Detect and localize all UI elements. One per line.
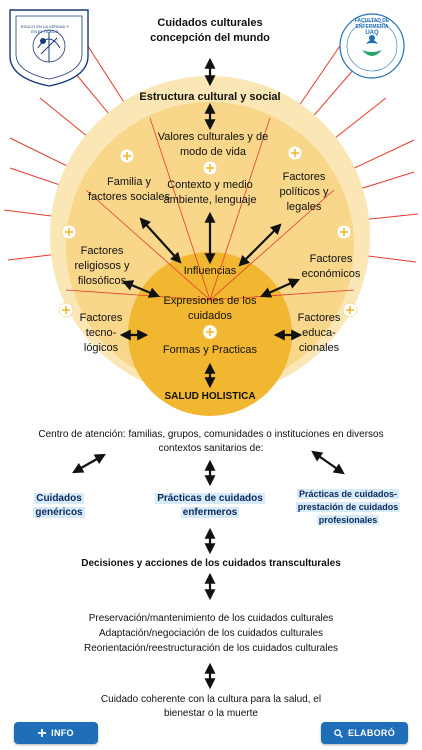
plus-icon bbox=[38, 729, 47, 737]
structure-label: Estructura cultural y social bbox=[139, 91, 281, 103]
search-icon bbox=[334, 728, 343, 738]
info-button-label: INFO bbox=[51, 728, 74, 738]
info-button[interactable]: INFO bbox=[14, 722, 98, 744]
context-label: Contexto y medio ambiente, lenguaje bbox=[163, 179, 257, 206]
decisions-label: Decisiones y acciones de los cuidados tr… bbox=[81, 558, 341, 569]
author-button-label: ELABORÓ bbox=[347, 728, 396, 738]
influences-label: Influencias bbox=[183, 265, 237, 277]
professional-care-box: Prácticas de cuidados-prestación de cuid… bbox=[290, 488, 406, 527]
forms-label: Formas y Practicas bbox=[162, 344, 258, 356]
professional-care-label: Prácticas de cuidados-prestación de cuid… bbox=[295, 489, 401, 525]
title-line-1: Cuidados culturales bbox=[157, 17, 263, 29]
holistic-label: SALUD HOLISTICA bbox=[164, 391, 256, 402]
title-line-2: concepción del mundo bbox=[150, 32, 270, 44]
plus-markers bbox=[58, 145, 358, 340]
page-title: Cuidados culturales concepción del mundo bbox=[90, 16, 330, 46]
values-label: Valores culturales y de modo de vida bbox=[157, 131, 269, 158]
seal-motto: EDUCO EN LA VERDAD Y EN EL HONOR bbox=[20, 24, 70, 34]
author-button[interactable]: ELABORÓ bbox=[321, 722, 408, 744]
nursing-care-label: Prácticas de cuidados enfermeros bbox=[155, 493, 265, 518]
faculty-abbr: UAQ bbox=[365, 30, 379, 36]
faculty-name: FACULTAD DE ENFERMERÍA bbox=[354, 18, 390, 30]
expressions-label: Expresiones de los cuidados bbox=[163, 295, 257, 322]
university-seal-logo bbox=[9, 9, 89, 87]
generic-care-label: Cuidados genéricos bbox=[33, 493, 85, 518]
political-label: Factores políticos y legales bbox=[279, 171, 329, 213]
nursing-care-box: Prácticas de cuidados enfermeros bbox=[150, 492, 270, 520]
nursing-faculty-logo bbox=[339, 13, 405, 79]
religious-label: Factores religiosos y filosóficos bbox=[74, 245, 130, 287]
care-context-text: Centro de atención: familias, grupos, co… bbox=[38, 429, 384, 454]
outcome-label: Cuidado coherente con la cultura para la… bbox=[100, 694, 322, 719]
edu-label: Factores educa-cionales bbox=[297, 312, 341, 354]
tech-label: Factores tecno-lógicos bbox=[79, 312, 123, 354]
family-label: Familia y factores sociales bbox=[88, 176, 170, 203]
preservation-label: Preservación/mantenimiento de los cuidad… bbox=[88, 613, 334, 624]
arrows bbox=[72, 57, 345, 690]
economic-label: Factores económicos bbox=[301, 253, 361, 280]
generic-care-box: Cuidados genéricos bbox=[20, 492, 98, 520]
restructuring-label: Reorientación/reestructuración de los cu… bbox=[83, 643, 339, 654]
adaptation-label: Adaptación/negociación de los cuidados c… bbox=[98, 628, 324, 639]
